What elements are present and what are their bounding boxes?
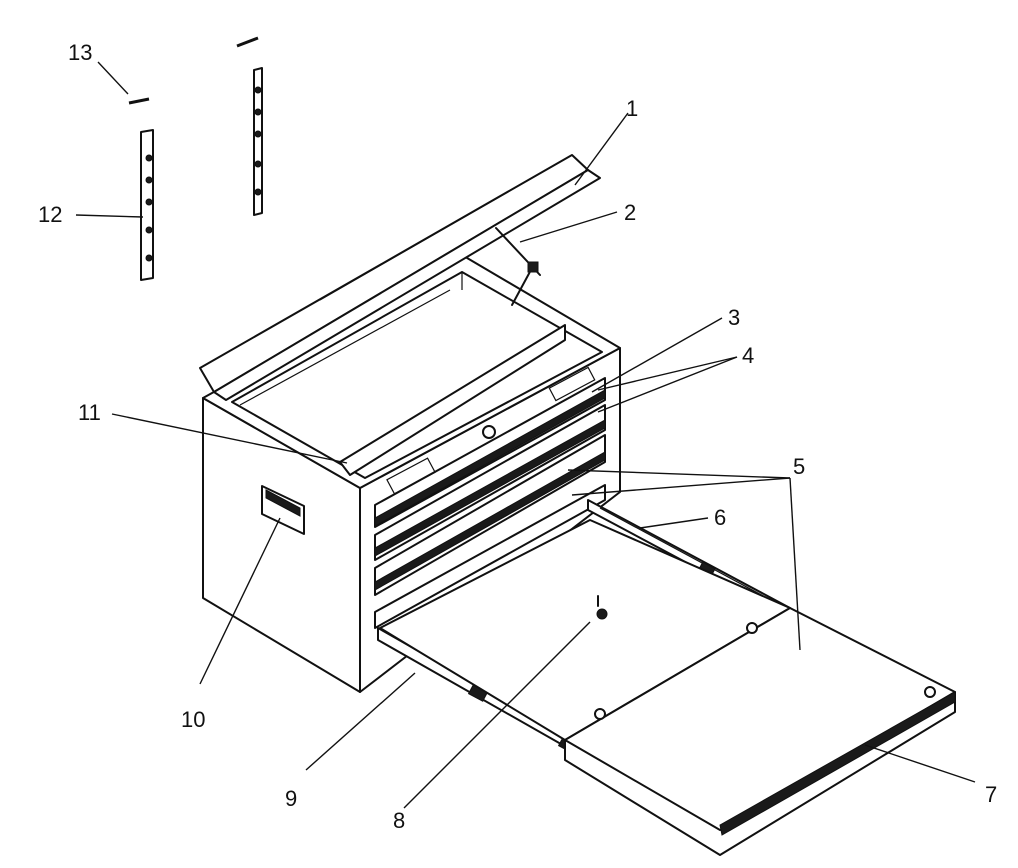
callout-7: 7 [985, 782, 997, 807]
bottom-drawer-pulled-out [379, 519, 956, 856]
hinge-pin-left [128, 97, 150, 105]
callout-9: 9 [285, 786, 297, 811]
lid-stay [495, 227, 541, 306]
callout-5: 5 [793, 454, 805, 479]
upper-drawer-2 [374, 404, 606, 561]
callout-10: 10 [181, 707, 205, 732]
nameplate-left [386, 457, 436, 495]
callout-2: 2 [624, 200, 636, 225]
screw [596, 595, 608, 620]
callout-11: 11 [78, 400, 101, 425]
hinge-pin-right [236, 36, 259, 48]
lid [199, 154, 601, 401]
callout-8: 8 [393, 808, 405, 833]
bottom-drawer-opening [374, 484, 606, 629]
callout-1: 1 [626, 96, 638, 121]
callout-13: 13 [68, 40, 92, 65]
callout-3: 3 [728, 305, 740, 330]
lock [482, 425, 496, 439]
nameplate-right [548, 366, 596, 402]
hinge-strip-left [140, 129, 154, 281]
upper-drawer-1 [374, 377, 606, 528]
callout-12: 12 [38, 202, 62, 227]
hinge-strip-right [253, 67, 263, 216]
cabinet-interior [231, 271, 603, 479]
upper-drawer-3 [374, 434, 606, 596]
callout-4: 4 [742, 343, 754, 368]
side-handle [261, 485, 305, 535]
callout-6: 6 [714, 505, 726, 530]
